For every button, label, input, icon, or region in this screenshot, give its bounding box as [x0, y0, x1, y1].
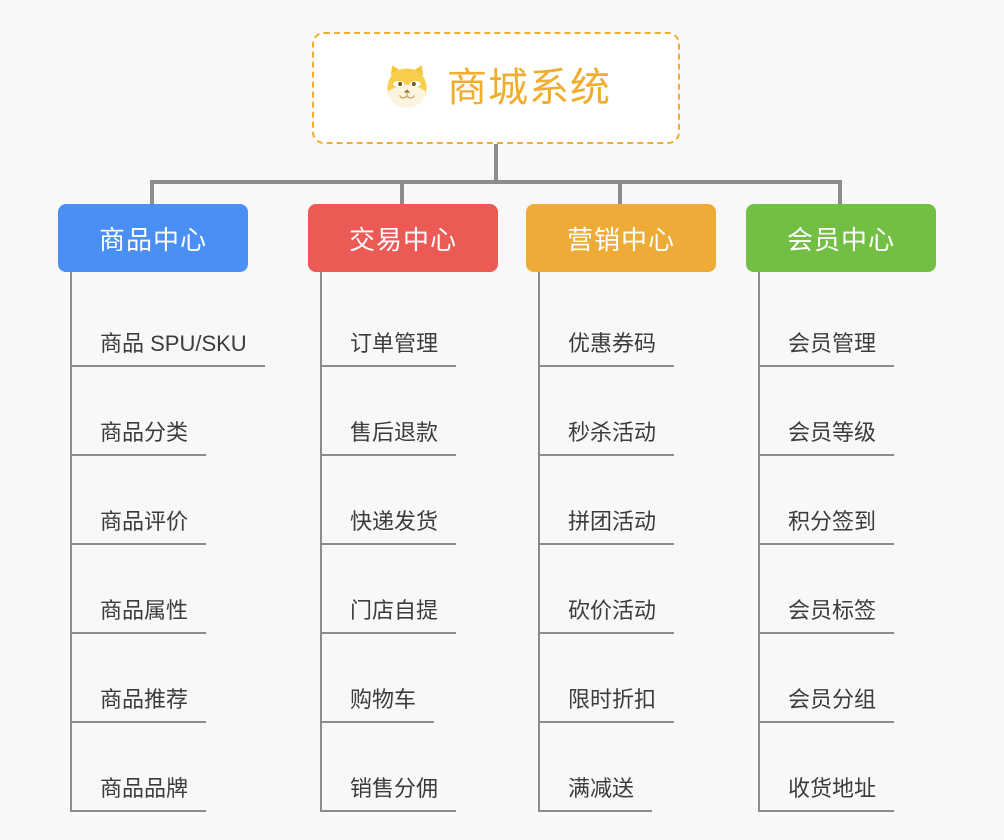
leaf-label: 快递发货 [322, 508, 457, 545]
category-box-1[interactable]: 商品中心 [58, 204, 248, 272]
leaf-label: 会员分组 [760, 686, 895, 723]
leaf-label: 满减送 [540, 775, 653, 812]
list-item[interactable]: 会员管理 [760, 278, 936, 367]
leaf-label: 商品 SPU/SKU [72, 330, 265, 367]
list-item[interactable]: 会员等级 [760, 367, 936, 456]
root-node-shop-system[interactable]: 商城系统 [312, 32, 680, 144]
category-column: 交易中心 订单管理 售后退款 快递发货 门店自提 购物车 销售分佣 [308, 204, 498, 812]
list-item[interactable]: 商品评价 [72, 456, 248, 545]
category-box-4[interactable]: 会员中心 [746, 204, 936, 272]
list-item[interactable]: 商品分类 [72, 367, 248, 456]
leaf-label: 收货地址 [760, 775, 895, 812]
list-item[interactable]: 砍价活动 [540, 545, 716, 634]
category-box-2[interactable]: 交易中心 [308, 204, 498, 272]
leaf-list-3: 优惠券码 秒杀活动 拼团活动 砍价活动 限时折扣 满减送 [538, 272, 716, 812]
list-item[interactable]: 快递发货 [322, 456, 498, 545]
root-node-title: 商城系统 [447, 66, 611, 110]
connector-drop-1 [150, 180, 154, 206]
leaf-list-4: 会员管理 会员等级 积分签到 会员标签 会员分组 收货地址 [758, 272, 936, 812]
connector-horizontal-bus [150, 180, 842, 184]
list-item[interactable]: 订单管理 [322, 278, 498, 367]
leaf-list-1: 商品 SPU/SKU 商品分类 商品评价 商品属性 商品推荐 商品品牌 [70, 272, 265, 812]
list-item[interactable]: 售后退款 [322, 367, 498, 456]
list-item[interactable]: 收货地址 [760, 723, 936, 812]
leaf-label: 订单管理 [322, 330, 457, 367]
leaf-label: 销售分佣 [322, 775, 457, 812]
list-item[interactable]: 满减送 [540, 723, 716, 812]
leaf-label: 商品推荐 [72, 686, 207, 723]
list-item[interactable]: 销售分佣 [322, 723, 498, 812]
list-item[interactable]: 会员标签 [760, 545, 936, 634]
connector-drop-4 [838, 180, 842, 206]
list-item[interactable]: 购物车 [322, 634, 498, 723]
list-item[interactable]: 秒杀活动 [540, 367, 716, 456]
list-item[interactable]: 积分签到 [760, 456, 936, 545]
category-column: 营销中心 优惠券码 秒杀活动 拼团活动 砍价活动 限时折扣 满减送 [526, 204, 716, 812]
leaf-label: 限时折扣 [540, 686, 675, 723]
list-item[interactable]: 门店自提 [322, 545, 498, 634]
list-item[interactable]: 商品 SPU/SKU [72, 278, 265, 367]
category-box-3[interactable]: 营销中心 [526, 204, 716, 272]
leaf-label: 购物车 [322, 686, 435, 723]
leaf-label: 拼团活动 [540, 508, 675, 545]
list-item[interactable]: 商品品牌 [72, 723, 248, 812]
list-item[interactable]: 拼团活动 [540, 456, 716, 545]
leaf-label: 会员管理 [760, 330, 895, 367]
leaf-label: 积分签到 [760, 508, 895, 545]
leaf-label: 商品评价 [72, 508, 207, 545]
connector-root-stem [494, 144, 498, 182]
list-item[interactable]: 商品推荐 [72, 634, 248, 723]
leaf-label: 商品分类 [72, 419, 207, 456]
category-column: 会员中心 会员管理 会员等级 积分签到 会员标签 会员分组 收货地址 [746, 204, 936, 812]
shiba-dog-face-icon [381, 62, 433, 114]
leaf-label: 门店自提 [322, 597, 457, 634]
list-item[interactable]: 会员分组 [760, 634, 936, 723]
leaf-label: 商品属性 [72, 597, 207, 634]
leaf-label: 会员等级 [760, 419, 895, 456]
connector-drop-3 [618, 180, 622, 206]
leaf-list-2: 订单管理 售后退款 快递发货 门店自提 购物车 销售分佣 [320, 272, 498, 812]
leaf-label: 售后退款 [322, 419, 457, 456]
leaf-label: 会员标签 [760, 597, 895, 634]
leaf-label: 优惠券码 [540, 330, 675, 367]
list-item[interactable]: 商品属性 [72, 545, 248, 634]
category-column: 商品中心 商品 SPU/SKU 商品分类 商品评价 商品属性 商品推荐 商品品牌 [58, 204, 265, 812]
list-item[interactable]: 优惠券码 [540, 278, 716, 367]
connector-drop-2 [400, 180, 404, 206]
leaf-label: 秒杀活动 [540, 419, 675, 456]
leaf-label: 商品品牌 [72, 775, 207, 812]
leaf-label: 砍价活动 [540, 597, 675, 634]
list-item[interactable]: 限时折扣 [540, 634, 716, 723]
